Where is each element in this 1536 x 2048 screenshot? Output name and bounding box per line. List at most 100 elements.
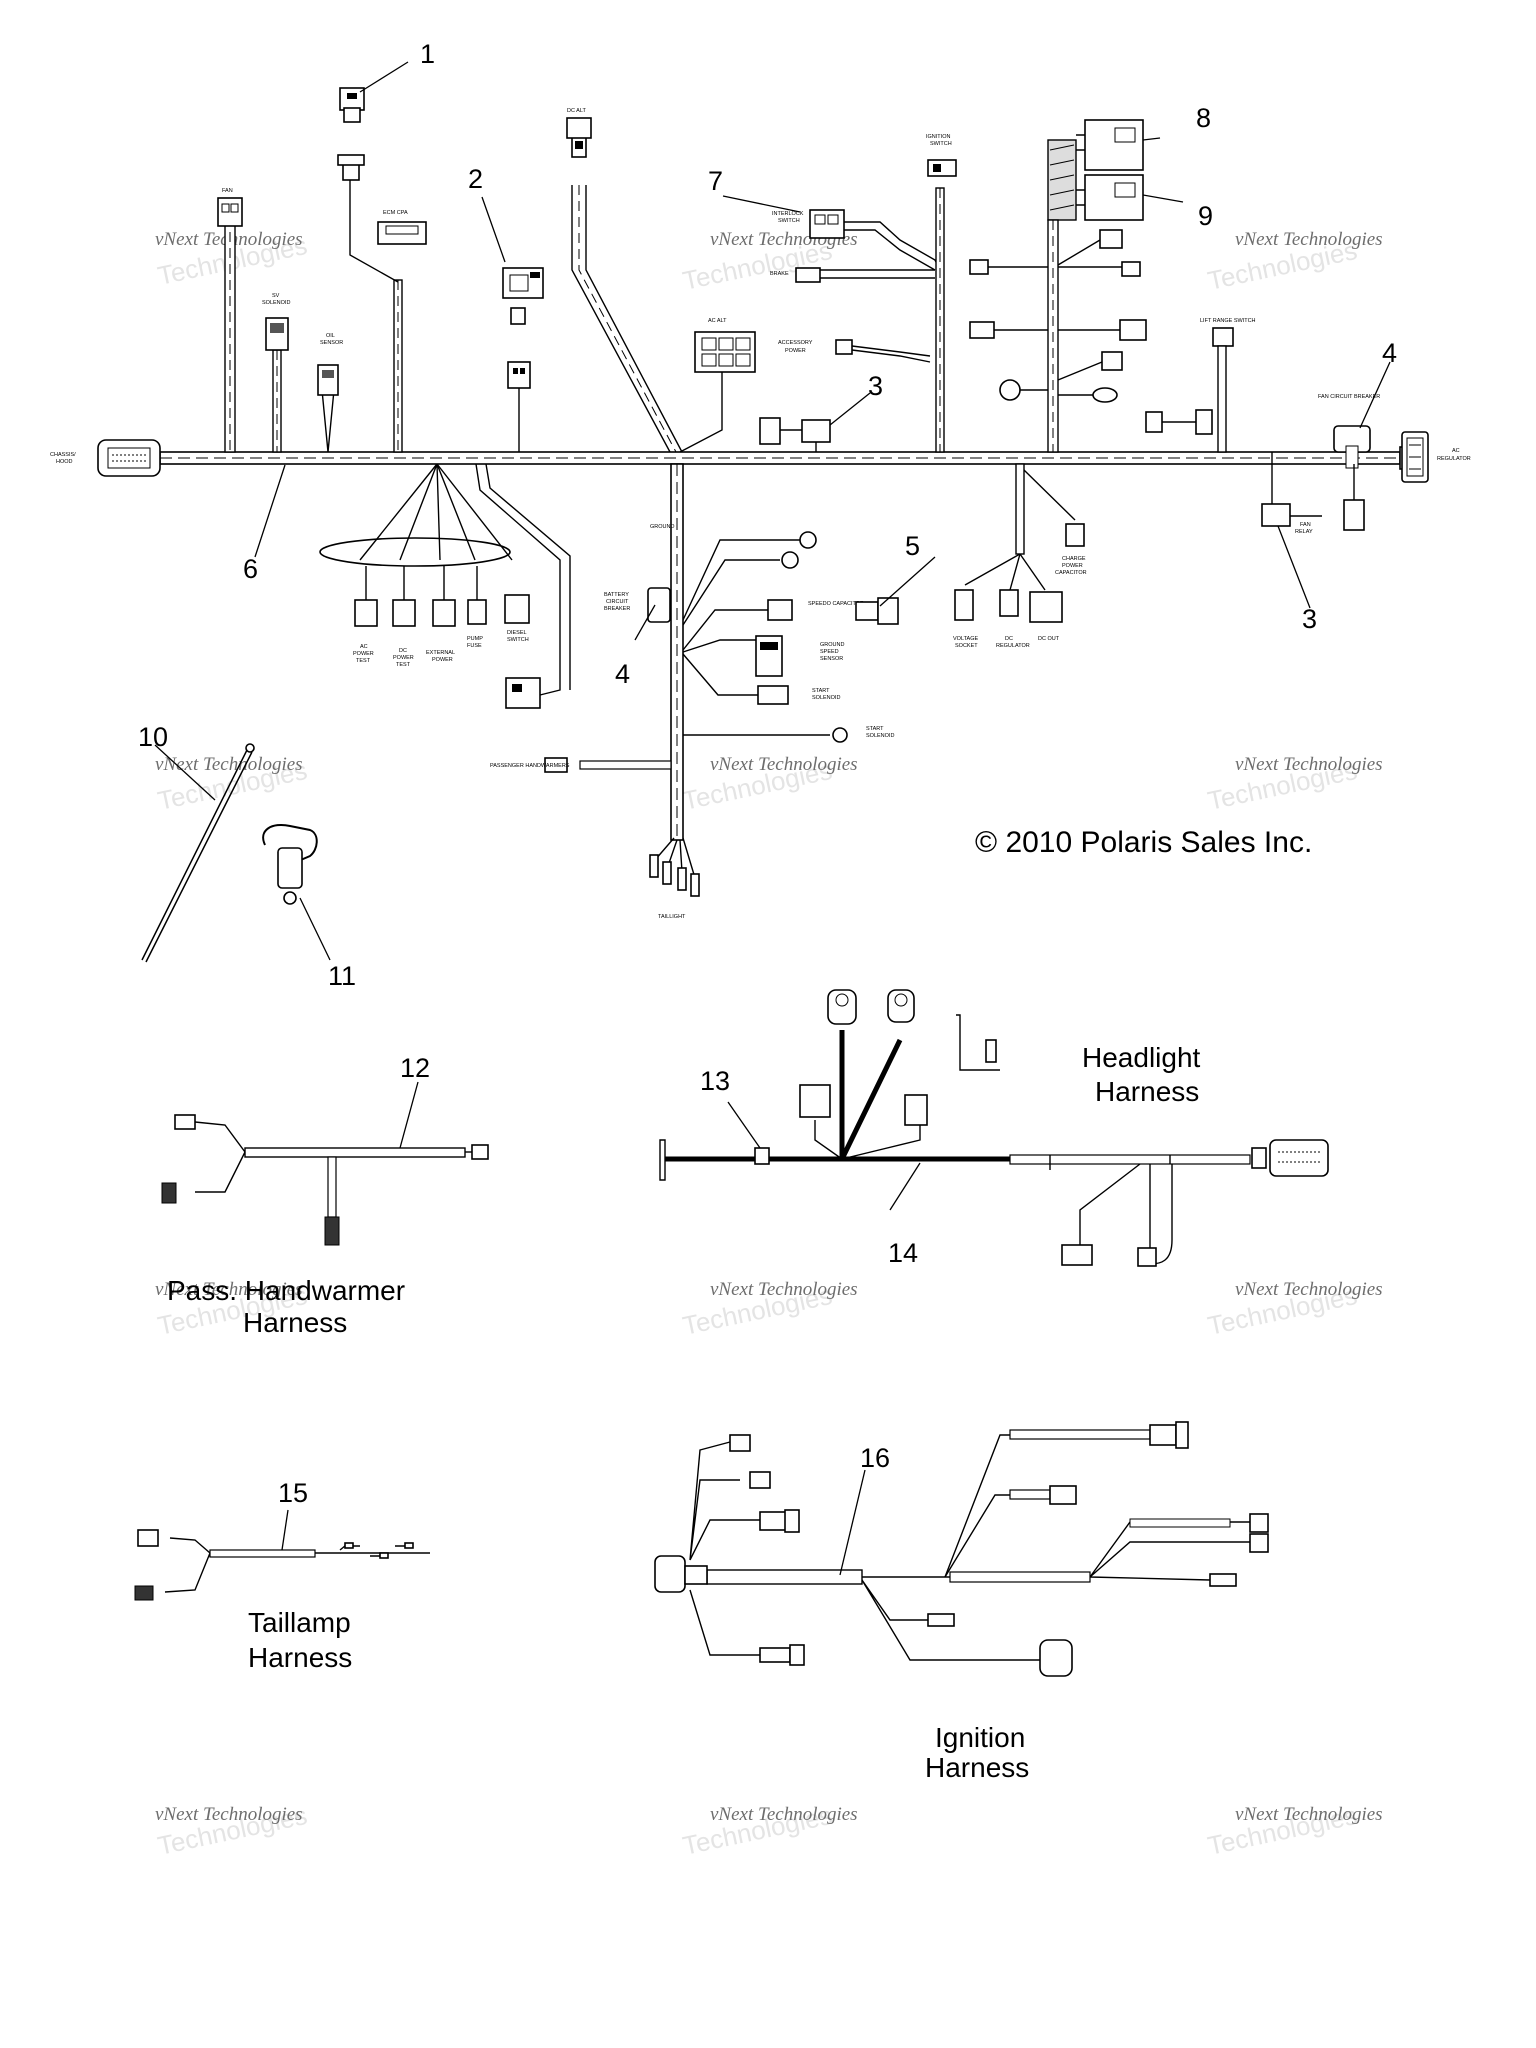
label-switch: SWITCH: [930, 141, 952, 147]
callout-1: 1: [420, 39, 435, 69]
label-regulator: REGULATOR: [1437, 456, 1471, 462]
label-start-2: START: [866, 726, 884, 732]
watermark-4: Technologies vNext Technologies: [155, 754, 310, 816]
label-speed: SPEED: [820, 649, 839, 655]
label-charge: CHARGE: [1062, 556, 1086, 562]
watermark-3: Technologies vNext Technologies: [1205, 229, 1383, 296]
label-chassis: CHASSIS/: [50, 452, 76, 458]
sv-solenoid-branch: SV SOLENOID: [262, 293, 290, 453]
callout-15: 15: [278, 1478, 308, 1508]
label-ac-power: AC: [360, 644, 368, 650]
label-accessory: ACCESSORY: [778, 340, 813, 346]
label-sv: SV: [272, 293, 280, 299]
dc-regulator-cluster: VOLTAGE SOCKET DC REGULATOR DC OUT CHARG…: [953, 463, 1087, 649]
part-3-relay-left: [759, 417, 831, 452]
oil-sensor: OIL SENSOR: [317, 333, 343, 453]
title-headlight-harness: Harness: [1095, 1076, 1199, 1107]
label-start: START: [812, 688, 830, 694]
watermark-11: Technologies vNext Technologies: [680, 1800, 858, 1861]
label-ac-power-3: TEST: [356, 658, 371, 664]
label-pump: PUMP: [467, 636, 483, 642]
label-capacitor: CAPACITOR: [1055, 570, 1087, 576]
watermark-8: Technologies vNext Technologies: [680, 1279, 858, 1341]
ac-regulator-connector: AC REGULATOR: [1399, 431, 1471, 483]
label-lift-range: LIFT RANGE SWITCH: [1200, 318, 1256, 324]
watermark-text: vNext Technologies: [155, 1279, 303, 1300]
part-1-fuse: [339, 87, 365, 123]
label-ecm: ECM CPA: [383, 210, 408, 216]
label-hood: HOOD: [56, 459, 73, 465]
watermark-2: Technologies vNext Technologies: [680, 229, 858, 296]
callout-3-right: 3: [1302, 604, 1317, 634]
main-harness: CHASSIS/ HOOD AC REGULATOR FAN: [50, 87, 1471, 920]
label-external-power: POWER: [432, 657, 453, 663]
label-fan-circuit-breaker: FAN CIRCUIT BREAKER: [1318, 394, 1380, 400]
ignition-switch-connector: [927, 159, 957, 177]
brake-connector: [795, 267, 821, 283]
label-breaker: BREAKER: [604, 606, 630, 612]
lift-range-switch: LIFT RANGE SWITCH: [1145, 318, 1256, 453]
title-ignition-harness: Harness: [925, 1752, 1029, 1783]
callout-13: 13: [700, 1066, 730, 1096]
label-ground-speed: GROUND: [820, 642, 844, 648]
label-circuit: CIRCUIT: [606, 599, 629, 605]
bundle-ring: [319, 537, 511, 567]
label-ac-power-2: POWER: [353, 651, 374, 657]
fan-branch: FAN: [217, 188, 243, 453]
label-fan-relay-1: FAN: [1300, 522, 1311, 528]
watermark-6: Technologies vNext Technologies: [1205, 754, 1383, 816]
headlight-harness: [659, 989, 1329, 1267]
label-ground: GROUND: [650, 524, 674, 530]
harness-titles: Headlight Harness Pass. Handwarmer Harne…: [167, 1042, 1201, 1783]
label-dc-power: DC: [399, 648, 407, 654]
label-ac-alt: AC ALT: [708, 318, 727, 324]
callout-3-left: 3: [868, 371, 883, 401]
label-interlock-switch: SWITCH: [778, 218, 800, 224]
callout-9: 9: [1198, 201, 1213, 231]
label-fan-relay-2: RELAY: [1295, 529, 1313, 535]
item-13-connector: [754, 1147, 770, 1165]
label-diesel: DIESEL: [507, 630, 527, 636]
chassis-hood-connector: CHASSIS/ HOOD: [50, 439, 161, 477]
label-ignition: IGNITION: [926, 134, 950, 140]
label-dc-power-2: POWER: [393, 655, 414, 661]
label-sensor: SENSOR: [320, 340, 343, 346]
callout-14: 14: [888, 1238, 918, 1268]
watermark-text: vNext Technologies: [1235, 1279, 1383, 1300]
label-passenger-handwarmers: PASSENGER HANDWARMERS: [490, 763, 570, 769]
copyright: © 2010 Polaris Sales Inc.: [975, 826, 1312, 859]
label-solenoid: SOLENOID: [262, 300, 290, 306]
label-start-solenoid: SOLENOID: [812, 695, 840, 701]
watermark-5: Technologies vNext Technologies: [680, 754, 858, 816]
label-battery: BATTERY: [604, 592, 629, 598]
watermark-text: vNext Technologies: [155, 1804, 303, 1825]
callout-4-left: 4: [615, 659, 630, 689]
label-taillight: TAILLIGHT: [658, 914, 686, 920]
taillamp-harness: [134, 1529, 430, 1601]
callout-12: 12: [400, 1053, 430, 1083]
title-taillamp-harness: Harness: [248, 1642, 352, 1673]
callout-7: 7: [708, 166, 723, 196]
callout-4-right: 4: [1382, 338, 1397, 368]
title-ignition: Ignition: [935, 1722, 1025, 1753]
watermark-text: vNext Technologies: [155, 754, 303, 775]
watermark-text: vNext Technologies: [710, 1804, 858, 1825]
fan-circuit-breaker: FAN CIRCUIT BREAKER: [1318, 394, 1380, 469]
title-taillamp: Taillamp: [248, 1607, 351, 1638]
fan-relay: FAN RELAY: [1261, 452, 1365, 535]
accessory-power: ACCESSORY POWER: [778, 339, 931, 363]
title-pass-handwarmer: Pass. Handwarmer: [167, 1275, 405, 1306]
label-ac: AC: [1452, 448, 1460, 454]
label-speed-sensor: SENSOR: [820, 656, 843, 662]
label-voltage: VOLTAGE: [953, 636, 978, 642]
callout-10: 10: [138, 722, 168, 752]
watermark-10: Technologies vNext Technologies: [155, 1800, 310, 1861]
label-fan: FAN: [222, 188, 233, 194]
label-dc-power-3: TEST: [396, 662, 411, 668]
label-dc-reg: DC: [1005, 636, 1013, 642]
watermark-12: Technologies vNext Technologies: [1205, 1800, 1383, 1861]
title-pass-harness: Harness: [243, 1307, 347, 1338]
watermark-text: vNext Technologies: [1235, 754, 1383, 775]
part-11-clamp: [262, 824, 318, 905]
